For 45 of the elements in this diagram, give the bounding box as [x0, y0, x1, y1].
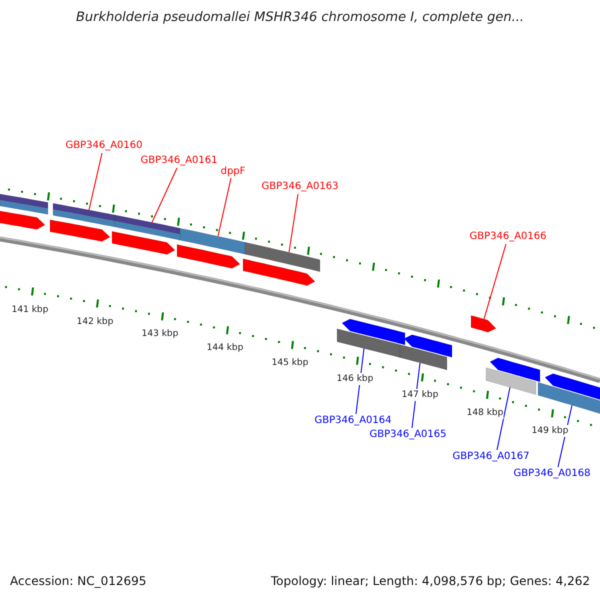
gene-bar: [244, 242, 320, 272]
gene-label: dppF: [220, 166, 246, 178]
leader-line: [218, 178, 232, 237]
gene-bar: [400, 344, 448, 370]
scale-label: 149 kbp: [532, 425, 568, 438]
scale-label: 145 kbp: [272, 357, 308, 370]
leader-line: [484, 244, 506, 320]
title: Burkholderia pseudomallei MSHR346 chromosome I, complete gen...: [76, 12, 524, 24]
gene-bar: [52, 209, 116, 228]
gene-bar: [52, 203, 116, 222]
gene-feature: [112, 231, 176, 255]
scale-label: 143 kbp: [142, 328, 178, 340]
gene-label: GBP346_A0161: [140, 155, 218, 167]
gene-feature: [0, 210, 46, 230]
gene-feature: [404, 334, 452, 358]
gene-feature: [242, 258, 316, 286]
gene-bar: [0, 200, 48, 215]
gene-feature: [470, 315, 496, 332]
gene-feature: [490, 358, 540, 382]
gene-label: GBP346_A0160: [65, 140, 143, 152]
gene-feature: [50, 220, 110, 242]
summary-text: Topology: linear; Length: 4,098,576 bp; Genes: 4,262: [270, 575, 590, 587]
gene-feature: [342, 318, 406, 346]
gene-label: GBP346_A0167: [452, 451, 530, 463]
gene-bar: [180, 228, 246, 255]
gene-label: GBP346_A0165: [369, 429, 447, 441]
gene-bar: [486, 367, 536, 395]
scale-label: 148 kbp: [466, 406, 504, 419]
scale-label: 141 kbp: [12, 304, 48, 316]
scale-label: 142 kbp: [76, 316, 114, 328]
gene-bar: [114, 220, 180, 240]
gene-bar: [336, 328, 400, 358]
leader-line: [496, 386, 510, 450]
gene-label: GBP346_A0168: [513, 468, 591, 480]
gene-bar: [114, 214, 180, 234]
scale-label: 146 kbp: [336, 372, 374, 385]
accession-text: Accession: NC_012695: [10, 575, 146, 587]
scale-label: 144 kbp: [206, 342, 244, 354]
gene-label: GBP346_A0166: [469, 231, 547, 243]
gene-label: GBP346_A0163: [261, 181, 339, 193]
gene-label: GBP346_A0164: [314, 415, 392, 427]
gene-feature: [176, 244, 240, 269]
gene-bar: [0, 194, 48, 209]
leader-line: [288, 194, 298, 253]
scale-label: 147 kbp: [402, 389, 438, 402]
